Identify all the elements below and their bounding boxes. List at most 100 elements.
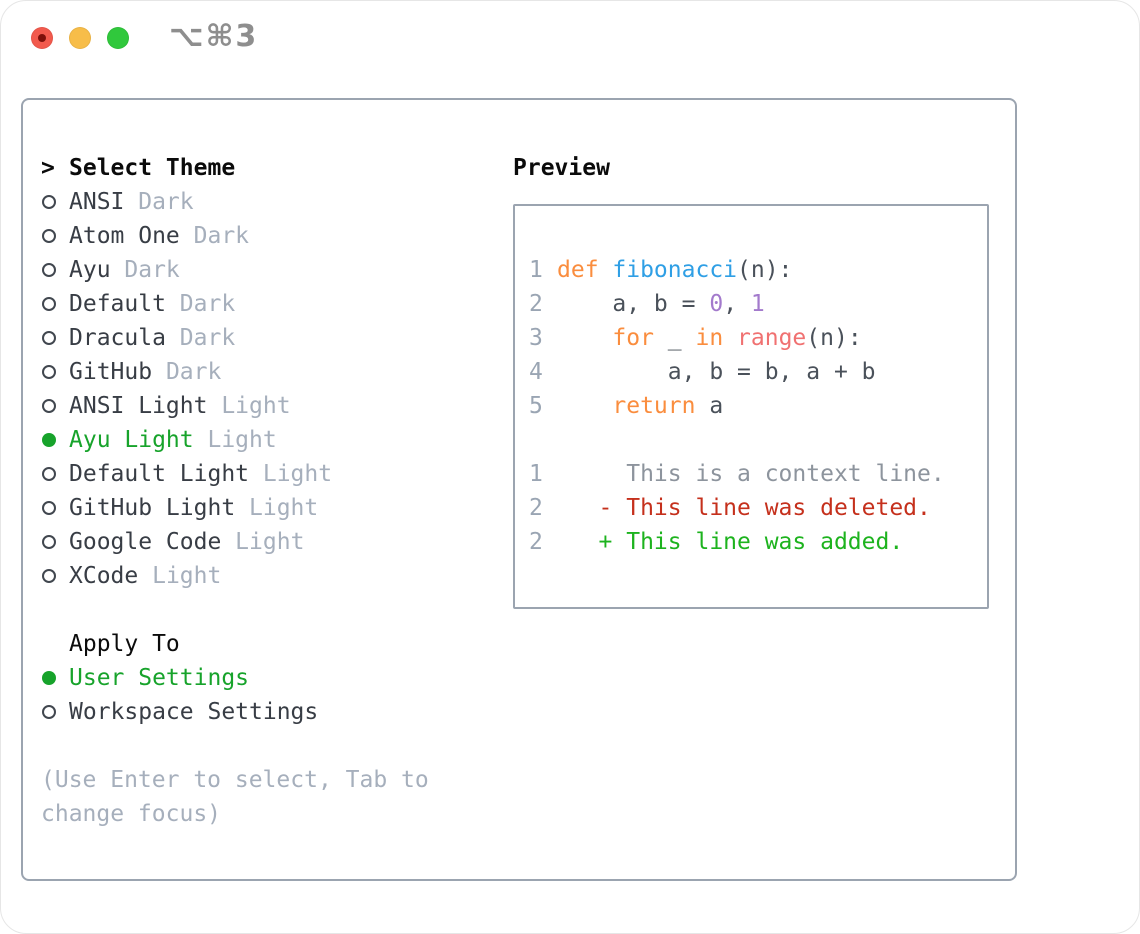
- item-label: Google Code: [69, 529, 222, 555]
- code-line: 2 - This line was deleted.: [529, 491, 987, 525]
- apply-to-option[interactable]: Workspace Settings: [41, 695, 503, 729]
- item-variant-label: Dark: [110, 257, 180, 283]
- code-segment-default: a: [695, 393, 724, 419]
- spacer: [41, 593, 503, 627]
- code-segment-keyword: return: [612, 393, 696, 419]
- radio-icon: [42, 399, 56, 413]
- code-line: 5 return a: [529, 389, 987, 423]
- theme-item[interactable]: GitHub Dark: [41, 355, 503, 389]
- minimize-button[interactable]: [69, 27, 91, 49]
- code-segment-default: a, b = b, a + b: [557, 359, 876, 385]
- code-line: 1 def fibonacci(n):: [529, 253, 987, 287]
- line-number: 2: [529, 495, 543, 521]
- radio-icon: [42, 535, 56, 549]
- line-number: 2: [529, 291, 543, 317]
- item-variant-label: Dark: [179, 223, 250, 249]
- code-segment-default: [557, 325, 612, 351]
- theme-item[interactable]: ANSI Light Light: [41, 389, 503, 423]
- apply-to-header-label: Apply To: [69, 631, 180, 657]
- item-variant-label: Dark: [152, 359, 222, 385]
- theme-item[interactable]: Default Light Light: [41, 457, 503, 491]
- item-variant-label: Light: [249, 461, 333, 487]
- code-segment-default: (n):: [737, 257, 793, 283]
- unsaved-dot-icon: [38, 34, 46, 42]
- theme-item[interactable]: Ayu Dark: [41, 253, 503, 287]
- theme-item[interactable]: XCode Light: [41, 559, 503, 593]
- theme-item[interactable]: Dracula Dark: [41, 321, 503, 355]
- radio-selected-icon: [42, 671, 56, 685]
- code-segment-default: ,: [723, 291, 751, 317]
- titlebar: ⌥⌘3: [1, 1, 1139, 98]
- select-theme-header-label: Select Theme: [69, 155, 236, 181]
- close-button[interactable]: [31, 27, 53, 49]
- item-label: Workspace Settings: [69, 699, 319, 725]
- focus-caret-icon: >: [41, 155, 55, 181]
- item-label: Default: [69, 291, 166, 317]
- preview-header: Preview: [503, 151, 1015, 185]
- theme-item[interactable]: Ayu Light Light: [41, 423, 503, 457]
- code-line: 2 + This line was added.: [529, 525, 987, 559]
- theme-item[interactable]: Atom One Dark: [41, 219, 503, 253]
- apply-to-header: Apply To: [41, 627, 503, 661]
- item-label: Atom One: [69, 223, 180, 249]
- item-variant-label: Light: [193, 427, 277, 453]
- line-number: 1: [529, 257, 543, 283]
- radio-icon: [42, 297, 56, 311]
- radio-icon: [42, 501, 56, 515]
- traffic-lights: [31, 27, 129, 49]
- item-label: Dracula: [69, 325, 166, 351]
- theme-item[interactable]: ANSI Dark: [41, 185, 503, 219]
- line-number: 4: [529, 359, 543, 385]
- theme-item[interactable]: Default Dark: [41, 287, 503, 321]
- theme-item[interactable]: GitHub Light Light: [41, 491, 503, 525]
- radio-icon: [42, 263, 56, 277]
- item-label: GitHub Light: [69, 495, 236, 521]
- radio-icon: [42, 569, 56, 583]
- code-segment-number: 0: [709, 291, 724, 317]
- preview-header-label: Preview: [513, 155, 610, 181]
- item-label: ANSI Light: [69, 393, 208, 419]
- item-variant-label: Light: [221, 529, 305, 555]
- code-segment-default: (n):: [806, 325, 862, 351]
- theme-item[interactable]: Google Code Light: [41, 525, 503, 559]
- radio-icon: [42, 195, 56, 209]
- help-text-line: change focus): [41, 801, 222, 827]
- item-label: ANSI: [69, 189, 125, 215]
- code-segment-keyword: def: [557, 257, 613, 283]
- code-segment-default: [723, 325, 737, 351]
- radio-selected-icon: [42, 433, 56, 447]
- item-variant-label: Dark: [165, 325, 236, 351]
- radio-icon: [42, 705, 56, 719]
- item-variant-label: Light: [138, 563, 222, 589]
- select-theme-header: > Select Theme: [41, 151, 503, 185]
- apply-to-option[interactable]: User Settings: [41, 661, 503, 695]
- code-line: 3 for _ in range(n):: [529, 321, 987, 355]
- item-label: Ayu Light: [69, 427, 194, 453]
- spacer: [41, 729, 503, 763]
- code-line: 1 This is a context line.: [529, 457, 987, 491]
- code-segment-default: a, b =: [557, 291, 710, 317]
- item-label: Default Light: [69, 461, 250, 487]
- line-number: 1: [529, 461, 543, 487]
- help-text: (Use Enter to select, Tab to change focus…: [41, 763, 503, 831]
- item-variant-label: Dark: [124, 189, 194, 215]
- code-segment-keyword: in: [695, 325, 724, 351]
- code-segment-call: range: [737, 325, 807, 351]
- item-label: GitHub: [69, 359, 153, 385]
- code-segment-deleted: - This line was deleted.: [557, 495, 931, 521]
- code-segment-context: This is a context line.: [557, 461, 945, 487]
- radio-icon: [42, 229, 56, 243]
- code-segment-default: _: [653, 325, 696, 351]
- item-variant-label: Light: [207, 393, 291, 419]
- zoom-button[interactable]: [107, 27, 129, 49]
- item-variant-label: Light: [235, 495, 319, 521]
- code-line: 4 a, b = b, a + b: [529, 355, 987, 389]
- code-segment-function: fibonacci: [612, 257, 738, 283]
- help-text-line: (Use Enter to select, Tab to: [41, 767, 429, 793]
- code-segment-number: 1: [750, 291, 765, 317]
